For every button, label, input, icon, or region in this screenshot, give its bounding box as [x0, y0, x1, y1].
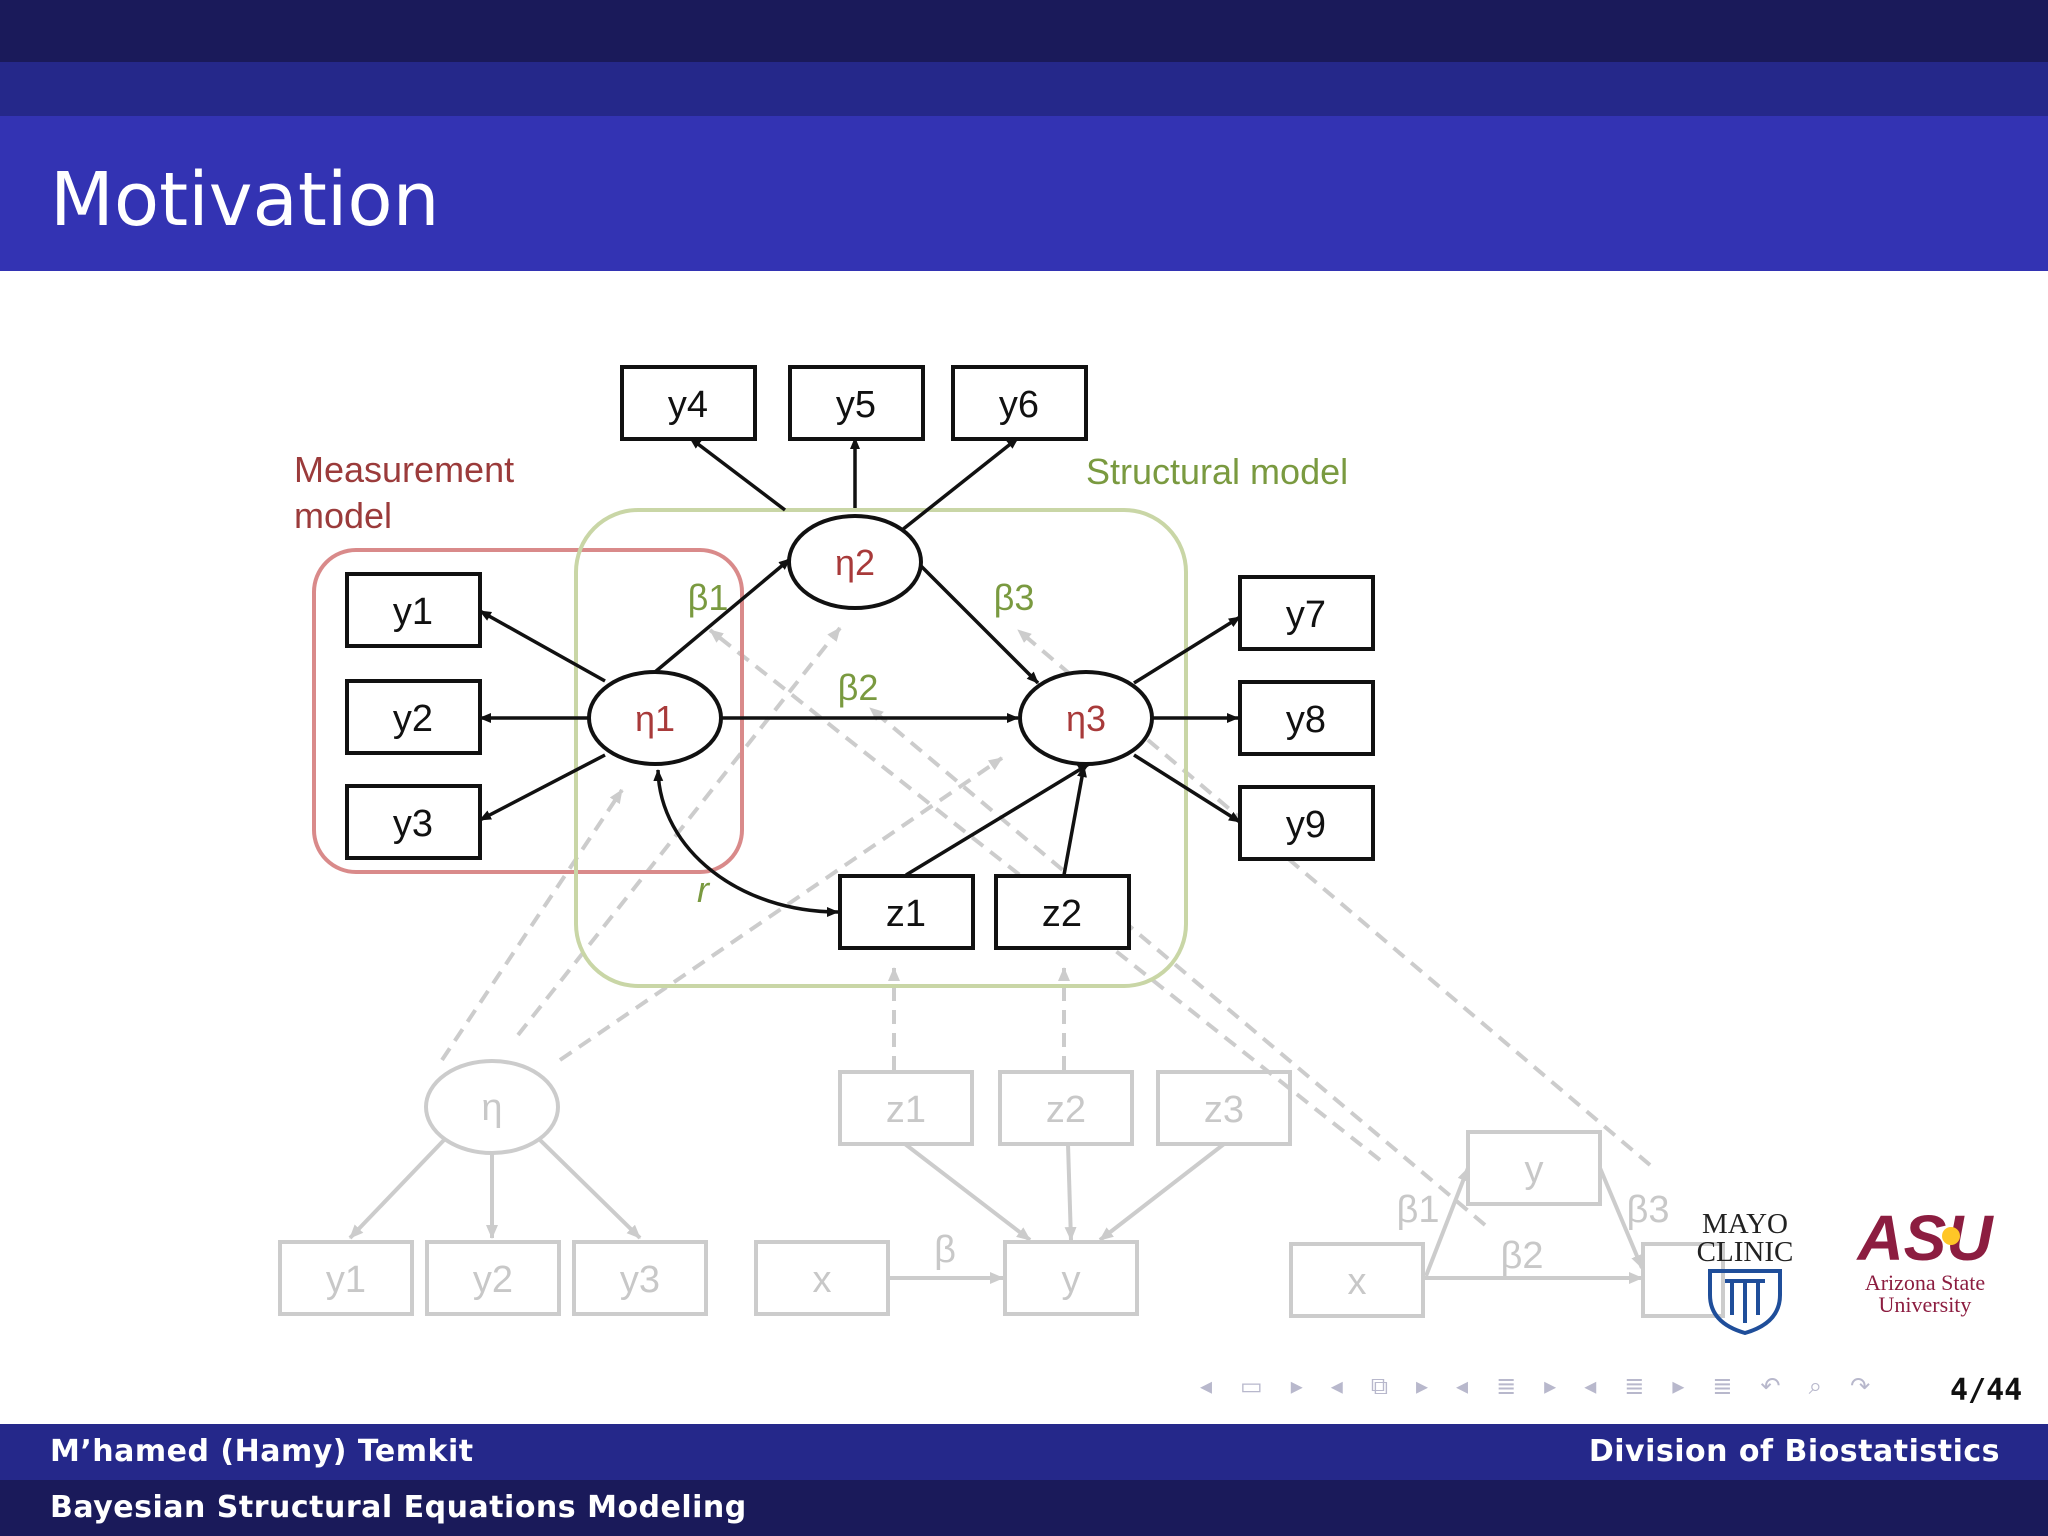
footer-top: M’hamed (Hamy) Temkit Division of Biosta…: [0, 1424, 2048, 1480]
faded-y3: y3: [620, 1259, 660, 1301]
node-y3: y3: [393, 803, 433, 845]
node-y4: y4: [668, 384, 708, 426]
prev-frame-icon[interactable]: ◂: [1200, 1372, 1213, 1400]
faded-x-right: x: [1348, 1261, 1367, 1303]
node-eta3: η3: [1066, 698, 1106, 739]
prev-section-icon[interactable]: ◂: [1456, 1372, 1469, 1400]
department-name: Division of Biostatistics: [1588, 1434, 2000, 1469]
faded-beta: β: [934, 1229, 956, 1271]
section-icon[interactable]: ≣: [1496, 1372, 1517, 1400]
faded-z3: z3: [1204, 1089, 1244, 1131]
faded-y2: y2: [473, 1259, 513, 1301]
next-subsection-icon[interactable]: ▸: [1415, 1372, 1429, 1400]
frame-icon[interactable]: ▭: [1240, 1372, 1263, 1400]
svg-text:CLINIC: CLINIC: [1697, 1236, 1794, 1268]
faded-eta: η: [481, 1087, 502, 1129]
path-beta2: β2: [838, 667, 879, 708]
sem-diagram: η y1 y2 y3 z1 z2 z3 x y β x y β1 β2 β3 M…: [278, 365, 1725, 1318]
node-y5: y5: [836, 384, 876, 426]
path-beta3: β3: [994, 577, 1035, 618]
talk-title: Bayesian Structural Equations Modeling: [50, 1490, 747, 1525]
path-beta1: β1: [688, 577, 729, 618]
footer-bottom: Bayesian Structural Equations Modeling: [0, 1480, 2048, 1536]
author-name: M’hamed (Hamy) Temkit: [50, 1434, 474, 1469]
structural-model-box: [574, 508, 1188, 988]
title-bar: [0, 116, 2048, 271]
next-section-icon[interactable]: ▸: [1544, 1372, 1557, 1400]
node-eta2: η2: [835, 542, 875, 583]
svg-text:Arizona State: Arizona State: [1865, 1270, 1985, 1295]
node-z2: z2: [1042, 893, 1082, 935]
path-r: r: [697, 869, 711, 910]
faded-beta3: β3: [1627, 1189, 1670, 1231]
redo-icon[interactable]: ↷: [1850, 1372, 1871, 1400]
header-sub-band: [0, 62, 2048, 116]
node-y8: y8: [1286, 699, 1326, 741]
faded-y1: y1: [326, 1259, 366, 1301]
faded-beta1: β1: [1397, 1189, 1440, 1231]
node-y1: y1: [393, 591, 433, 633]
prev-doc-icon[interactable]: ◂: [1584, 1372, 1597, 1400]
structural-label: Structural model: [1086, 451, 1348, 492]
node-z1: z1: [886, 893, 926, 935]
node-y2: y2: [393, 698, 433, 740]
measurement-label-2: model: [294, 495, 392, 536]
measurement-model-box: [312, 548, 744, 874]
prev-subsection-icon[interactable]: ◂: [1330, 1372, 1343, 1400]
faded-beta2: β2: [1501, 1235, 1544, 1277]
beamer-nav: ◂ ▭ ▸ ◂ ⧉ ▸ ◂ ≣ ▸ ◂ ≣ ▸ ≣ ↶ ⌕ ↷: [1200, 1366, 1870, 1406]
faded-y-top: y: [1525, 1149, 1544, 1191]
mayo-clinic-logo: MAYO CLINIC: [1697, 1208, 1794, 1335]
header-top-band: [0, 0, 2048, 62]
outline-icon[interactable]: ≣: [1712, 1372, 1733, 1400]
doc-icon[interactable]: ≣: [1624, 1372, 1645, 1400]
faded-diagrams: [278, 626, 1725, 1318]
subsection-icon[interactable]: ⧉: [1370, 1372, 1388, 1400]
slide-title: Motivation: [50, 157, 440, 243]
faded-z2: z2: [1046, 1089, 1086, 1131]
svg-text:ASU: ASU: [1855, 1202, 1994, 1274]
node-y7: y7: [1286, 594, 1326, 636]
search-icon[interactable]: ⌕: [1808, 1372, 1823, 1400]
page-number: 4/44: [1950, 1373, 2023, 1408]
svg-text:University: University: [1879, 1292, 1972, 1317]
undo-icon[interactable]: ↶: [1760, 1372, 1781, 1400]
node-y9: y9: [1286, 804, 1326, 846]
asu-logo: ASU Arizona State University: [1855, 1202, 1994, 1317]
faded-labels: η y1 y2 y3 z1 z2 z3 x y β x y β1 β2 β3: [326, 1087, 1670, 1303]
next-frame-icon[interactable]: ▸: [1290, 1372, 1303, 1400]
node-y6: y6: [999, 384, 1039, 426]
faded-y-mid: y: [1062, 1259, 1081, 1301]
measurement-label-1: Measurement: [294, 449, 514, 490]
faded-z1: z1: [886, 1089, 926, 1131]
faded-x-left: x: [813, 1259, 832, 1301]
next-doc-icon[interactable]: ▸: [1672, 1372, 1685, 1400]
node-eta1: η1: [635, 698, 675, 739]
svg-text:MAYO: MAYO: [1702, 1208, 1788, 1240]
